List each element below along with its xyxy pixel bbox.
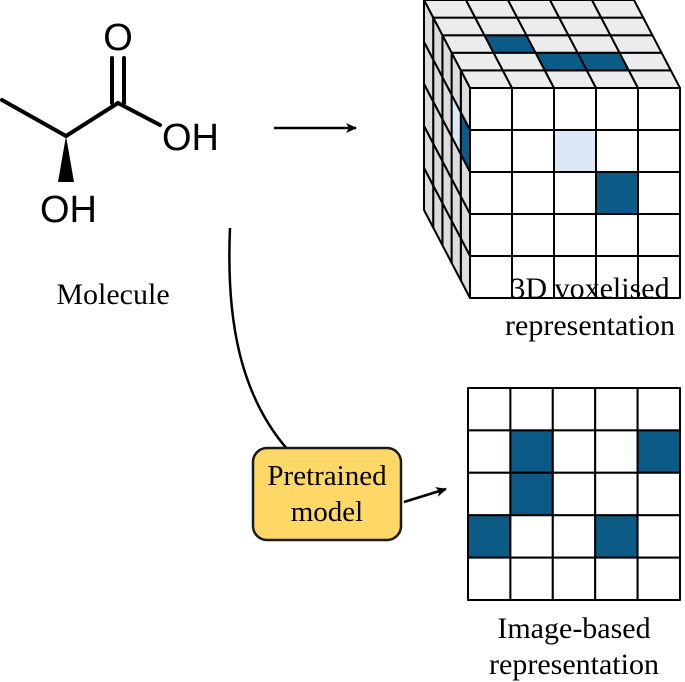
image-caption-line2: representation [489, 648, 659, 681]
image-grid-cell [467, 514, 512, 559]
voxel-front-cell [469, 171, 513, 215]
image-grid-cell [467, 387, 512, 432]
voxel-front-cell [511, 213, 555, 257]
image-grid-cell [551, 429, 597, 474]
image-grid-cell [509, 387, 554, 432]
image-grid-cell [636, 429, 681, 474]
molecule-structure [0, 56, 162, 138]
voxel-front-cell [637, 213, 681, 257]
voxel-top-cell [600, 16, 654, 37]
voxel-caption-line1: 3D voxelised [510, 272, 669, 305]
image-grid-cell [509, 556, 554, 601]
voxel-caption-line2: representation [505, 309, 675, 342]
image-grid-cell [551, 471, 597, 517]
voxel-front-cell [595, 87, 639, 131]
voxel-front-cell [511, 87, 555, 131]
image-grid-cell [551, 556, 597, 601]
voxel-cube-top [423, 0, 681, 89]
voxel-front-cell [469, 213, 513, 257]
image-grid-cell [551, 514, 597, 559]
voxel-top-cell [465, 0, 519, 19]
image-grid-cell [594, 387, 639, 432]
pretrained-model-box: Pretrained model [251, 446, 403, 542]
voxel-cube-front [469, 87, 681, 299]
model-label-line2: model [291, 496, 364, 528]
voxel-front-cell [637, 171, 681, 215]
voxel-front-cell [511, 171, 555, 215]
image-grid-cell [594, 471, 639, 517]
image-grid-cell [467, 429, 512, 474]
voxel-front-cell [553, 213, 597, 257]
molecule-caption: Molecule [56, 278, 169, 311]
voxel-top-cell [591, 0, 645, 19]
image-caption-line1: Image-based [497, 612, 650, 645]
image-grid-cell [509, 429, 554, 474]
voxel-top-cell [507, 0, 561, 19]
voxel-front-cell [511, 129, 555, 173]
image-grid-cell [509, 471, 554, 517]
arrow-to-image [403, 487, 447, 504]
image-grid-cell [551, 387, 597, 432]
voxel-front-cell [469, 87, 513, 131]
wedge-bond [58, 136, 74, 182]
voxel-top-cell [609, 34, 663, 54]
voxel-front-cell [553, 87, 597, 131]
voxel-front-cell [637, 129, 681, 173]
voxel-front-cell [553, 129, 597, 173]
atom-oh-alcohol: OH [40, 189, 97, 231]
bond-alpha-carboxyl [64, 101, 120, 138]
voxel-cube-side [423, 0, 471, 299]
atom-oh-acid: OH [162, 117, 219, 159]
image-grid-cell [467, 556, 512, 601]
voxel-front-cell [637, 255, 681, 299]
voxel-front-cell [595, 171, 639, 215]
bond-methyl [0, 98, 68, 138]
voxel-top-cell [549, 0, 603, 19]
image-grid-cell [594, 514, 639, 559]
voxel-side-cell [423, 167, 435, 229]
voxel-front-cell [469, 255, 513, 299]
image-grid-cell [636, 471, 681, 517]
voxel-front-cell [553, 171, 597, 215]
voxel-front-cell [469, 129, 513, 173]
voxel-front-cell [595, 129, 639, 173]
image-grid-cell [594, 429, 639, 474]
voxel-front-cell [595, 213, 639, 257]
voxel-top-cell [627, 69, 681, 89]
curve-to-model [228, 227, 289, 451]
bond-c-oh [116, 101, 162, 127]
model-label-line1: Pretrained [267, 460, 387, 492]
model-box-rect [251, 446, 403, 542]
voxel-top-cell [618, 51, 672, 72]
image-grid [467, 387, 681, 601]
image-grid-cell [636, 556, 681, 601]
voxel-front-cell [637, 87, 681, 131]
image-grid-cell [467, 471, 512, 517]
atom-o: O [103, 17, 133, 59]
image-grid-cell [636, 387, 681, 432]
image-grid-cell [594, 556, 639, 601]
image-grid-cell [636, 514, 681, 559]
image-grid-cell [509, 514, 554, 559]
